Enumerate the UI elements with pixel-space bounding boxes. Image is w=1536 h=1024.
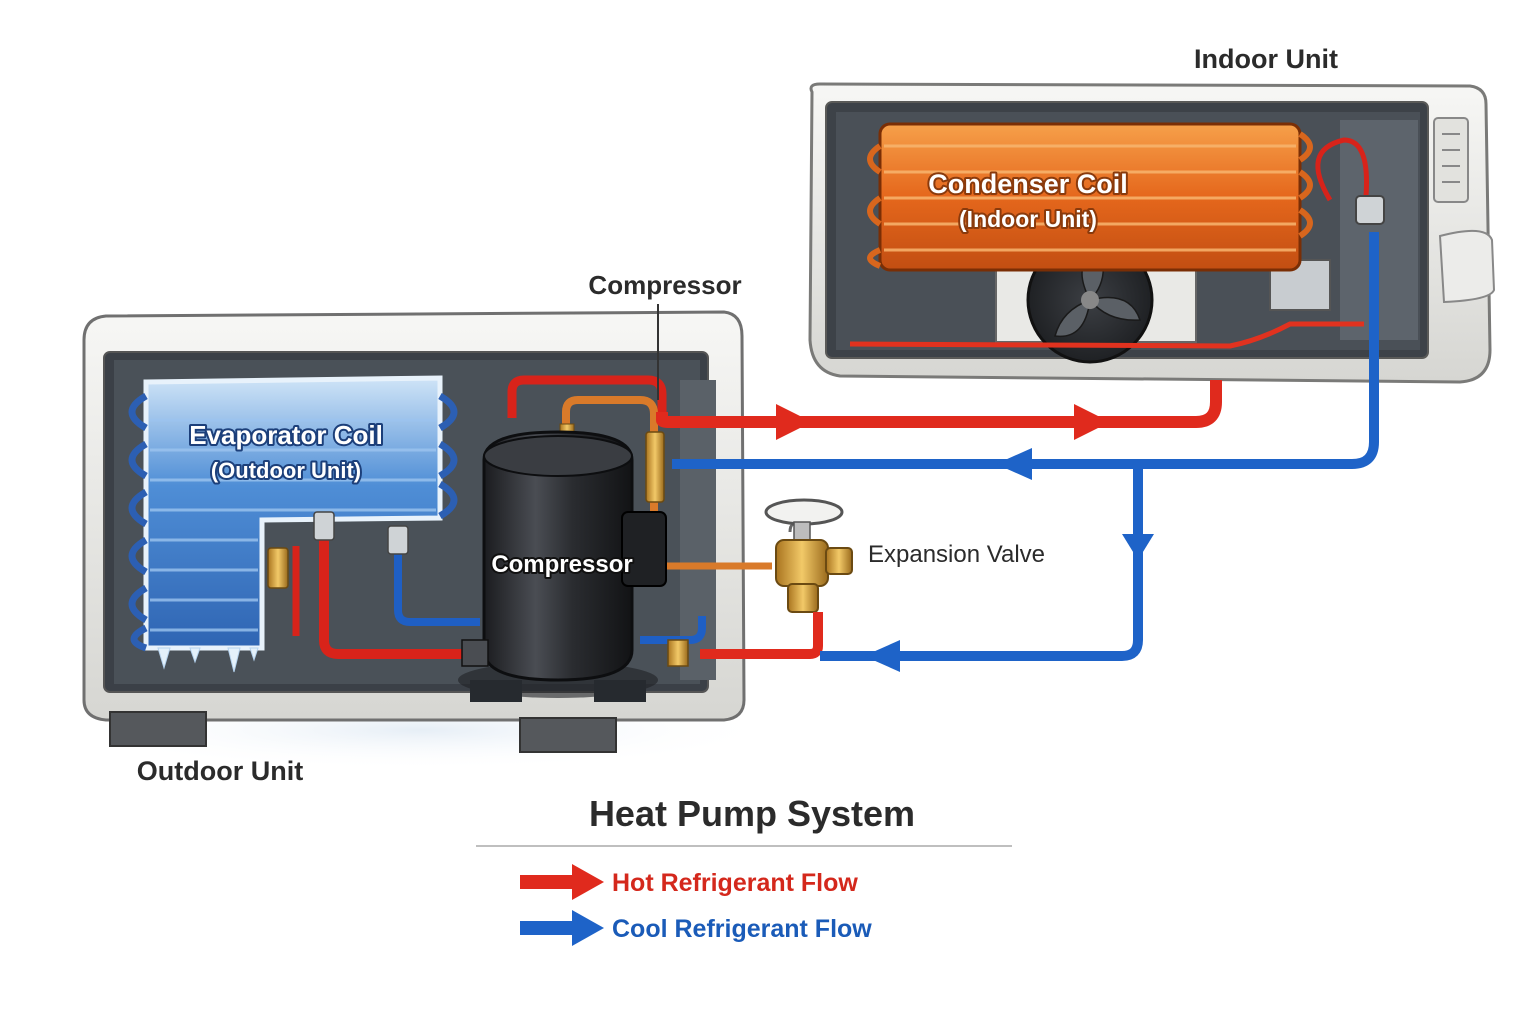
- outdoor-foot-left: [109, 711, 207, 747]
- cool-arrow-2: [864, 640, 900, 672]
- indoor-side-cap: [1438, 229, 1496, 304]
- hot-line-discharge: [656, 380, 1222, 428]
- hot-arrow-2: [1074, 404, 1110, 440]
- outdoor-unit-label: Outdoor Unit: [137, 756, 303, 786]
- cool-arrow-1: [996, 448, 1032, 480]
- condenser-coil: [867, 122, 1313, 272]
- expansion-valve-label: Expansion Valve: [868, 541, 1045, 568]
- indoor-unit-label: Indoor Unit: [1194, 44, 1338, 74]
- legend-hot-bar: [520, 875, 576, 889]
- diagram-title: Heat Pump System: [589, 793, 915, 834]
- legend-cool-label: Cool Refrigerant Flow: [612, 915, 872, 943]
- outdoor-foot-right: [519, 717, 617, 753]
- legend-hot-arrow: [572, 864, 604, 900]
- legend-cool-arrow: [572, 910, 604, 946]
- indoor-hot-loop: [1315, 137, 1370, 211]
- compressor: [458, 430, 689, 702]
- hot-arrow-1: [776, 404, 812, 440]
- hot-line-valve: [700, 612, 823, 659]
- legend-hot-label: Hot Refrigerant Flow: [612, 869, 858, 897]
- evaporator-coil: [128, 375, 458, 673]
- compressor-callout-label: Compressor: [588, 270, 741, 300]
- legend-cool-bar: [520, 921, 576, 935]
- condenser-coil-label: Condenser Coil: [928, 169, 1128, 199]
- cool-line-return: [820, 464, 1143, 661]
- indoor-vent: [1433, 117, 1469, 203]
- legend: Hot Refrigerant Flow Cool Refrigerant Fl…: [520, 864, 872, 946]
- indoor-fitting: [1355, 195, 1385, 225]
- indoor-return-line: [849, 321, 1364, 349]
- cool-arrow-down: [1122, 534, 1154, 560]
- evaporator-coil-label: Evaporator Coil: [189, 420, 383, 450]
- expansion-valve: [764, 498, 853, 613]
- compressor-body-label: Compressor: [491, 551, 632, 578]
- condenser-coil-sublabel: (Indoor Unit): [959, 206, 1097, 232]
- evaporator-coil-sublabel: (Outdoor Unit): [211, 458, 361, 483]
- cool-line-suction: [672, 232, 1379, 469]
- compressor-terminal-box: [621, 511, 667, 587]
